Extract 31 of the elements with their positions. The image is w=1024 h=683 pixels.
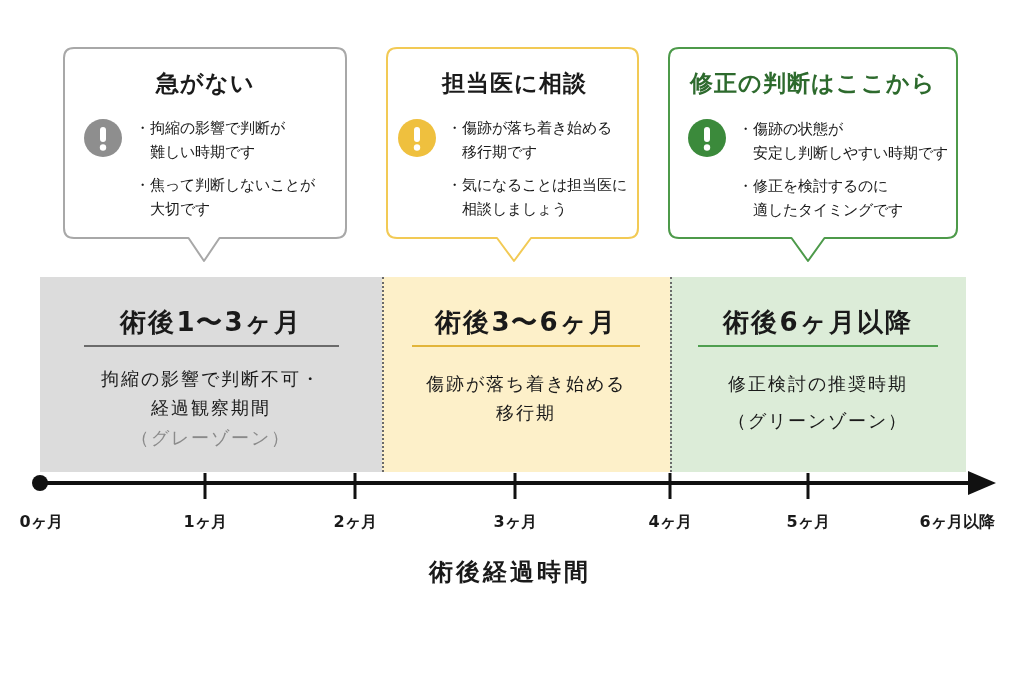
band-title: 術後1〜3ヶ月 xyxy=(120,306,302,339)
period-band xyxy=(382,277,670,472)
tick-label: 2ヶ月 xyxy=(333,511,377,533)
period-band xyxy=(670,277,966,472)
tick-label: 6ヶ月以降 xyxy=(919,511,995,533)
band-note: （グレーゾーン） xyxy=(131,426,291,450)
speech-bubble xyxy=(385,46,640,264)
band-text: 拘縮の影響で判断不可・経過観察期間 xyxy=(100,367,322,420)
band-note: （グリーンゾーン） xyxy=(728,409,908,433)
tick-label: 5ヶ月 xyxy=(786,511,830,533)
band-text: 傷跡が落ち着き始める移行期 xyxy=(425,372,627,425)
bullet-text: ・気になることは担当医に相談しましょう xyxy=(447,175,628,220)
speech-bubble xyxy=(62,46,348,264)
bullet-text: ・焦って判断しないことが大切です xyxy=(135,175,316,220)
band-title: 術後3〜6ヶ月 xyxy=(435,306,617,339)
tick-label: 0ヶ月 xyxy=(19,511,63,533)
speech-bubble xyxy=(667,46,959,264)
tick-label: 4ヶ月 xyxy=(648,511,692,533)
bubble-title: 修正の判断はここから xyxy=(690,69,936,97)
tick-label: 3ヶ月 xyxy=(493,511,537,533)
bullet-text: ・傷跡が落ち着き始める移行期です xyxy=(447,118,613,163)
band-title: 術後6ヶ月以降 xyxy=(723,306,913,339)
bubble-title: 急がない xyxy=(155,69,255,97)
band-text: 修正検討の推奨時期 xyxy=(728,372,908,396)
bullet-text: ・拘縮の影響で判断が難しい時期です xyxy=(135,118,286,163)
bullet-text: ・傷跡の状態が安定し判断しやすい時期です xyxy=(738,119,949,164)
bullet-text: ・修正を検討するのに適したタイミングです xyxy=(738,176,904,221)
bubble-title: 担当医に相談 xyxy=(441,69,587,97)
tick-label: 1ヶ月 xyxy=(183,511,227,533)
axis-title: 術後経過時間 xyxy=(429,557,591,588)
period-band xyxy=(40,277,382,472)
